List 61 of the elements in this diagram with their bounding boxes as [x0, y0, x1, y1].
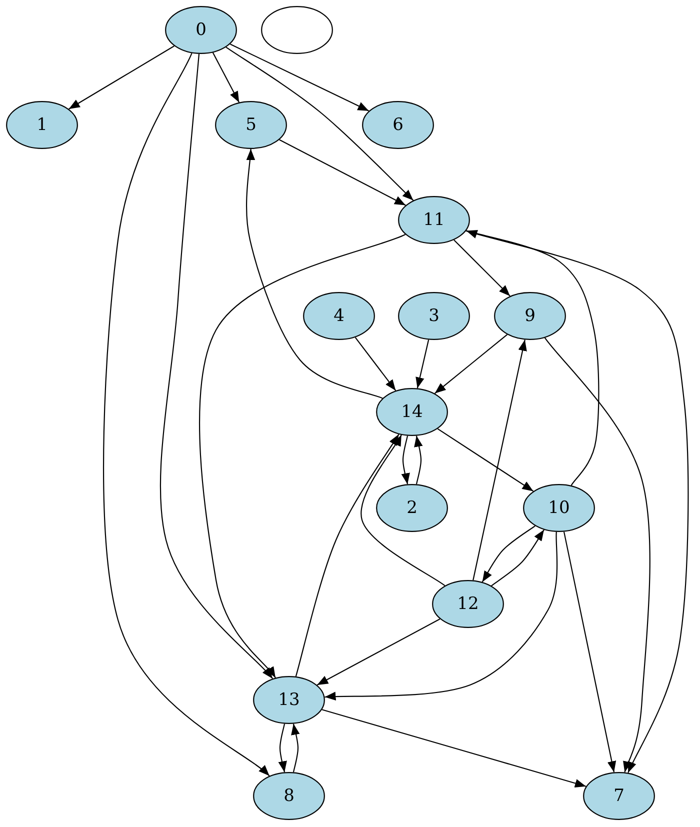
arrow: [434, 334, 508, 394]
arrow: [295, 434, 400, 677]
arrow: [416, 340, 430, 388]
arrow: [103, 52, 270, 776]
arrow: [454, 240, 510, 296]
graph-node-ellipse: [215, 101, 287, 149]
arrow: [544, 337, 650, 772]
node-label: 14: [401, 402, 423, 422]
node-label: 13: [278, 690, 300, 710]
arrow: [414, 436, 423, 484]
arrow: [160, 54, 274, 679]
arrow: [324, 532, 558, 701]
arrow: [68, 46, 174, 110]
arrow: [354, 337, 396, 391]
node-label: 4: [334, 306, 344, 326]
graph-node-ellipse: [494, 292, 566, 340]
arrow: [466, 230, 689, 774]
arrow: [226, 46, 414, 201]
graph-node-ellipse: [376, 388, 448, 436]
arrow: [563, 532, 616, 772]
arrow: [230, 44, 370, 112]
node-label: 5: [246, 115, 256, 135]
arrow: [316, 618, 440, 686]
graph-node-ellipse: [303, 292, 375, 340]
arrow: [199, 234, 406, 678]
node-label: 10: [548, 498, 570, 518]
empty-ellipse: [261, 6, 333, 54]
graph-node-ellipse: [165, 6, 237, 54]
graph-node-ellipse: [398, 292, 470, 340]
graph-node-ellipse: [253, 676, 325, 724]
graph-node-ellipse: [398, 196, 470, 244]
arrow: [322, 709, 586, 788]
graph-node-ellipse: [583, 772, 655, 820]
node-label: 2: [406, 498, 418, 518]
node-label: 3: [428, 306, 440, 326]
graph-node-ellipse: [376, 484, 448, 532]
graph-node-ellipse: [523, 484, 595, 532]
node-label: 12: [457, 594, 479, 614]
arrow: [291, 724, 300, 772]
node-label: 1: [36, 115, 48, 135]
graph-node-ellipse: [432, 580, 504, 628]
arrow: [279, 139, 406, 206]
node-label: 6: [392, 115, 404, 135]
arrow: [472, 340, 527, 580]
arrow: [491, 530, 544, 586]
graph-node-ellipse: [362, 101, 434, 149]
node-label: 7: [614, 786, 624, 806]
node-label: 8: [284, 786, 294, 806]
graph-node-ellipse: [6, 101, 78, 149]
arrow: [466, 230, 600, 486]
node-label: 11: [423, 210, 445, 230]
node-label: 9: [524, 306, 536, 326]
arrow: [437, 428, 534, 492]
arrow: [246, 148, 383, 399]
arrow: [482, 525, 536, 582]
node-label: 0: [196, 20, 206, 40]
arrow: [360, 434, 446, 586]
arrow: [212, 52, 240, 103]
arrow: [278, 724, 287, 772]
arrow: [401, 436, 410, 484]
graph-node-ellipse: [253, 772, 325, 820]
